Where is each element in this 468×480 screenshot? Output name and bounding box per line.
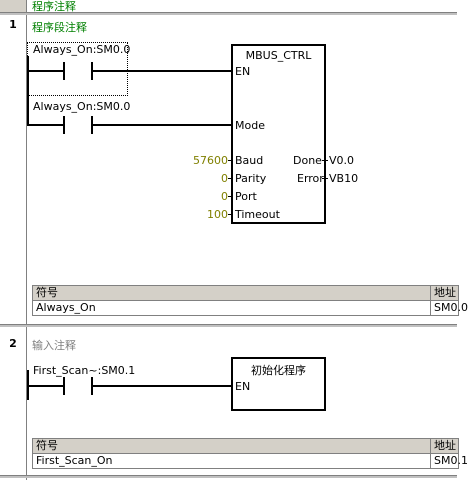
address-cell: SM0.0 xyxy=(430,301,468,315)
pin-en: EN xyxy=(235,65,251,78)
mbus-ctrl-block[interactable]: MBUS_CTRL xyxy=(231,44,326,224)
network-2-contact-1-right[interactable] xyxy=(91,377,93,395)
wire xyxy=(29,70,63,72)
timeout-value[interactable]: 100 xyxy=(207,208,228,221)
network-1-power-rail xyxy=(27,56,29,126)
address-column-header[interactable]: 地址 xyxy=(430,439,456,453)
init-subroutine-block[interactable]: 初始化程序 xyxy=(231,357,326,411)
program-comment[interactable]: 程序注释 xyxy=(32,0,76,13)
network-separator xyxy=(0,324,457,327)
pin-mode: Mode xyxy=(235,119,265,132)
wire xyxy=(322,160,328,161)
network-1-contact-2-right[interactable] xyxy=(91,116,93,134)
wire xyxy=(93,70,232,72)
network-1-contact-1-left[interactable] xyxy=(63,62,65,80)
network-2-contact-1-label[interactable]: First_Scan~:SM0.1 xyxy=(33,364,136,377)
wire xyxy=(93,124,232,126)
symbol-cell: Always_On xyxy=(36,301,96,314)
table-row[interactable]: First_Scan_On SM0.1 xyxy=(33,454,468,468)
baud-value[interactable]: 57600 xyxy=(193,154,228,167)
address-column-header[interactable]: 地址 xyxy=(430,286,456,300)
pin-error: Error xyxy=(297,172,324,185)
symbol-column-header[interactable]: 符号 xyxy=(36,286,58,299)
pin-baud: Baud xyxy=(235,154,264,167)
network-1-contact-1-label[interactable]: Always_On:SM0.0 xyxy=(33,43,131,56)
network-2-title[interactable]: 输入注释 xyxy=(32,339,76,352)
parity-value[interactable]: 0 xyxy=(221,172,228,185)
pin-done: Done xyxy=(293,154,322,167)
network-1-contact-2-left[interactable] xyxy=(63,116,65,134)
port-value[interactable]: 0 xyxy=(221,190,228,203)
init-subroutine-block-title: 初始化程序 xyxy=(251,364,306,377)
program-comment-separator xyxy=(0,12,457,15)
wire xyxy=(29,385,63,387)
wire xyxy=(29,124,63,126)
symbol-cell: First_Scan_On xyxy=(36,454,113,467)
wire xyxy=(228,178,232,179)
pin-timeout: Timeout xyxy=(235,208,280,221)
table-row[interactable]: Always_On SM0.0 xyxy=(33,301,468,315)
network-1-symbol-table: 符号 地址 Always_On SM0.0 xyxy=(32,285,468,316)
network-2-number[interactable]: 2 xyxy=(9,337,17,350)
wire xyxy=(228,196,232,197)
address-cell: SM0.1 xyxy=(430,454,468,468)
table-header: 符号 地址 xyxy=(33,286,458,301)
network-separator xyxy=(0,475,457,478)
network-1-number[interactable]: 1 xyxy=(9,18,17,31)
mbus-ctrl-block-title: MBUS_CTRL xyxy=(245,49,312,62)
network-1-contact-1-right[interactable] xyxy=(91,62,93,80)
wire xyxy=(322,178,328,179)
network-1-title[interactable]: 程序段注释 xyxy=(32,21,87,34)
pin-en: EN xyxy=(235,380,251,393)
network-2-symbol-table: 符号 地址 First_Scan_On SM0.1 xyxy=(32,438,468,469)
done-value[interactable]: V0.0 xyxy=(329,154,355,167)
network-1-contact-1-selection xyxy=(27,42,128,96)
network-1-contact-2-label[interactable]: Always_On:SM0.0 xyxy=(33,100,131,113)
wire xyxy=(228,214,232,215)
wire xyxy=(228,160,232,161)
wire xyxy=(93,385,232,387)
table-header: 符号 地址 xyxy=(33,439,458,454)
pin-port: Port xyxy=(235,190,257,203)
symbol-column-header[interactable]: 符号 xyxy=(36,439,58,452)
network-2-power-rail xyxy=(27,370,29,400)
pin-parity: Parity xyxy=(235,172,267,185)
network-2-contact-1-left[interactable] xyxy=(63,377,65,395)
network-gutter xyxy=(0,0,27,480)
error-value[interactable]: VB10 xyxy=(329,172,359,185)
